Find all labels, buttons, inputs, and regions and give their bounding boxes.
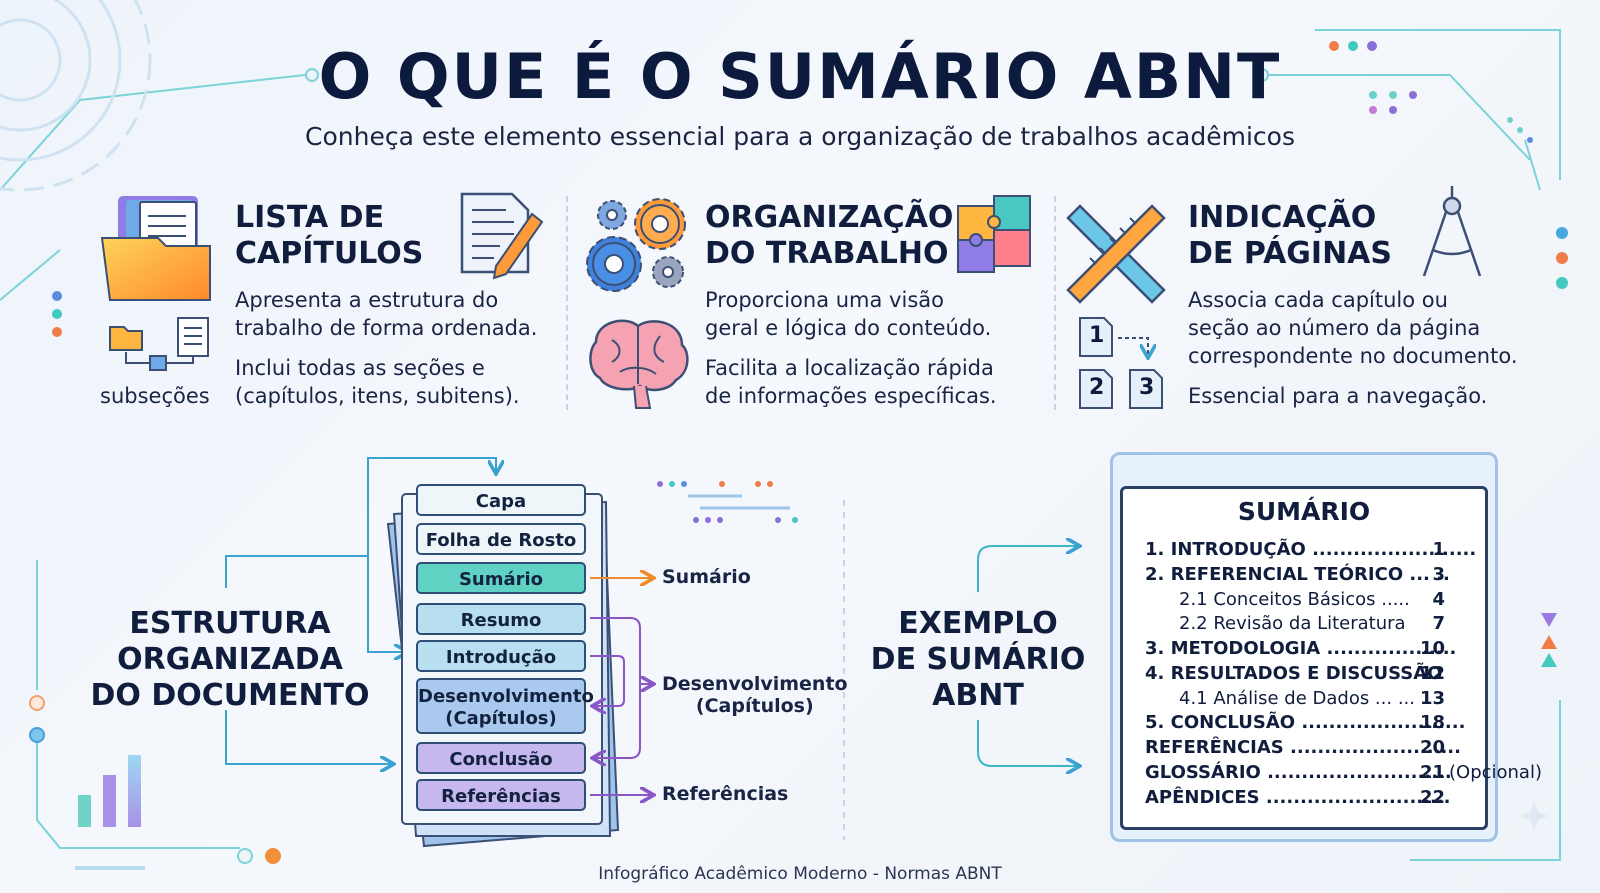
lista-de-capitulos-text-2: Inclui todas as seções e (capítulos, ite… — [235, 356, 520, 408]
box-introducao: Introdução — [416, 640, 586, 672]
footer-caption: Infográfico Acadêmico Moderno - Normas A… — [598, 864, 1002, 884]
indicacao-text-2: Essencial para a navegação. — [1188, 384, 1488, 408]
box-folha-de-rosto: Folha de Rosto — [416, 523, 586, 555]
dots-right — [1329, 41, 1568, 289]
box-resumo: Resumo — [416, 603, 586, 635]
toc-title: SUMÁRIO — [1237, 497, 1371, 526]
toc-entry: 2.1 Conceitos Básicos .....4 — [1179, 589, 1445, 610]
toc-entry: 4.1 Análise de Dados ... ...13 — [1179, 688, 1445, 709]
column-separator — [566, 196, 568, 410]
concentric-arcs-decoration — [0, 0, 152, 192]
page-title: O QUE É O SUMÁRIO ABNT — [318, 40, 1282, 113]
exemplo-title: EXEMPLO DE SUMÁRIO ABNT — [870, 606, 1086, 713]
brain-icon — [589, 319, 689, 409]
circuit-lines-bottom-left — [29, 560, 281, 870]
subsections-icon — [109, 317, 209, 371]
toc-entry: 1. INTRODUÇÃO ........................1 — [1145, 539, 1477, 560]
data-lines-decoration — [657, 481, 798, 523]
toc-entry: APÊNDICES ...........................22 — [1145, 787, 1451, 808]
subsecoes-label: subseções — [100, 384, 210, 408]
column-separator — [1054, 196, 1056, 410]
puzzle-icon — [957, 195, 1031, 273]
label-referencias: Referências — [662, 783, 789, 805]
structure-connectors — [225, 457, 496, 764]
toc-entry: 2. REFERENCIAL TEÓRICO ... ..3 — [1145, 564, 1450, 585]
page-number-1: 1 — [1089, 323, 1105, 348]
toc-glossario-note: (Opcional) — [1449, 762, 1542, 783]
box-capa: Capa — [416, 484, 586, 516]
folder-stack-icon — [100, 196, 211, 301]
desenvolvimento-bracket — [590, 617, 652, 795]
toc-entry: 5. CONCLUSÃO ........................18 — [1145, 712, 1466, 733]
organizacao-text-1: Proporciona uma visão geral e lógica do … — [705, 288, 992, 340]
page-subtitle: Conheça este elemento essencial para a o… — [305, 122, 1295, 151]
page-number-3: 3 — [1139, 375, 1155, 400]
box-referencias: Referências — [416, 779, 586, 811]
document-pencil-icon — [460, 192, 544, 280]
example-connectors — [977, 546, 1078, 766]
organizacao-heading: ORGANIZAÇÃO DO TRABALHO — [705, 200, 954, 271]
indicacao-text-1: Associa cada capítulo ou seção ao número… — [1188, 288, 1518, 368]
indicacao-heading: INDICAÇÃO DE PÁGINAS — [1188, 200, 1393, 271]
lista-de-capitulos-text-1: Apresenta a estrutura do trabalho de for… — [235, 288, 538, 340]
crossed-rulers-icon — [1066, 204, 1166, 304]
toc-entry: GLOSSÁRIO ...........................21 — [1145, 762, 1452, 783]
toc-entry: 3. METODOLOGIA ...................10 — [1145, 638, 1457, 659]
toc-entry: REFERÊNCIAS .........................20 — [1145, 737, 1461, 758]
label-desenvolvimento: Desenvolvimento (Capítulos) — [662, 673, 848, 717]
gears-icon — [586, 198, 686, 292]
lista-de-capitulos-heading: LISTA DE CAPÍTULOS — [235, 200, 424, 271]
page-numbers-icon — [1079, 317, 1163, 409]
triangles-right — [1410, 613, 1561, 861]
label-sumario: Sumário — [662, 566, 751, 588]
compass-icon — [1422, 186, 1482, 277]
toc-page — [1120, 486, 1488, 830]
sparkle-icon — [1520, 802, 1548, 830]
box-desenvolvimento: Desenvolvimento (Capítulos) — [416, 678, 594, 734]
estrutura-title: ESTRUTURA ORGANIZADA DO DOCUMENTO — [90, 606, 370, 713]
dots-left — [52, 291, 62, 337]
box-conclusao: Conclusão — [416, 742, 586, 774]
bar-chart-decoration — [78, 755, 141, 827]
circuit-lines-right — [1255, 29, 1561, 191]
box-sumario: Sumário — [416, 562, 586, 594]
organizacao-text-2: Facilita a localização rápida de informa… — [705, 356, 997, 408]
page-number-2: 2 — [1089, 375, 1105, 400]
